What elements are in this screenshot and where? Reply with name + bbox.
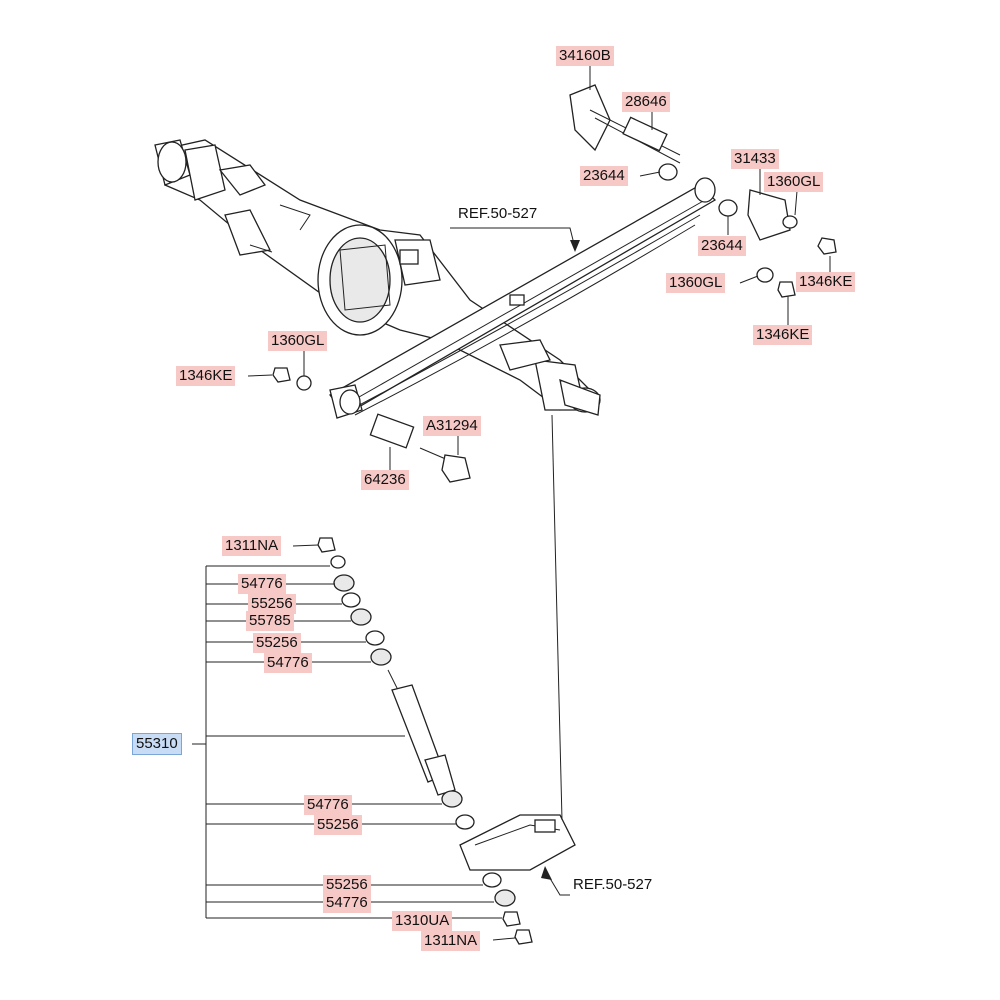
- part-label-54776-3[interactable]: 54776: [304, 795, 352, 815]
- part-label-1346KE-lower[interactable]: 1346KE: [753, 325, 813, 345]
- part-label-1360GL-left[interactable]: 1360GL: [268, 331, 328, 351]
- part-label-28646[interactable]: 28646: [622, 92, 670, 112]
- part-label-1346KE-left[interactable]: 1346KE: [176, 366, 236, 386]
- shock-absorber-assembly: [317, 537, 576, 945]
- part-label-55256-4[interactable]: 55256: [323, 875, 371, 895]
- leaf-spring: [329, 177, 717, 419]
- part-label-31433[interactable]: 31433: [731, 149, 779, 169]
- rear-axle-housing: [154, 139, 601, 416]
- part-label-A31294[interactable]: A31294: [423, 416, 481, 436]
- ref-label-leaf-spring[interactable]: REF.50-527: [458, 205, 538, 222]
- ref-label-spring-plate[interactable]: REF.50-527: [573, 876, 653, 893]
- part-label-55256-3[interactable]: 55256: [314, 815, 362, 835]
- part-label-55785[interactable]: 55785: [246, 611, 294, 631]
- front-hanger-assembly: [569, 84, 837, 298]
- part-label-55310-shock-absorber[interactable]: 55310: [132, 733, 182, 755]
- part-label-64236[interactable]: 64236: [361, 470, 409, 490]
- part-label-55256-2[interactable]: 55256: [253, 633, 301, 653]
- part-label-1311NA-lower[interactable]: 1311NA: [421, 931, 481, 951]
- part-label-1311NA-upper[interactable]: 1311NA: [222, 536, 282, 556]
- part-label-54776-1[interactable]: 54776: [238, 574, 286, 594]
- part-label-1346KE-right[interactable]: 1346KE: [796, 272, 856, 292]
- part-label-54776-2[interactable]: 54776: [264, 653, 312, 673]
- part-label-55256-1[interactable]: 55256: [248, 594, 296, 614]
- part-label-1360GL-upper[interactable]: 1360GL: [764, 172, 824, 192]
- part-label-1360GL-right[interactable]: 1360GL: [666, 273, 726, 293]
- part-label-54776-4[interactable]: 54776: [323, 893, 371, 913]
- part-label-23644-upper[interactable]: 23644: [580, 166, 628, 186]
- rear-shackle-assembly: [272, 367, 471, 483]
- part-label-23644-lower[interactable]: 23644: [698, 236, 746, 256]
- part-label-1310UA[interactable]: 1310UA: [392, 911, 453, 931]
- part-label-34160B[interactable]: 34160B: [556, 46, 614, 66]
